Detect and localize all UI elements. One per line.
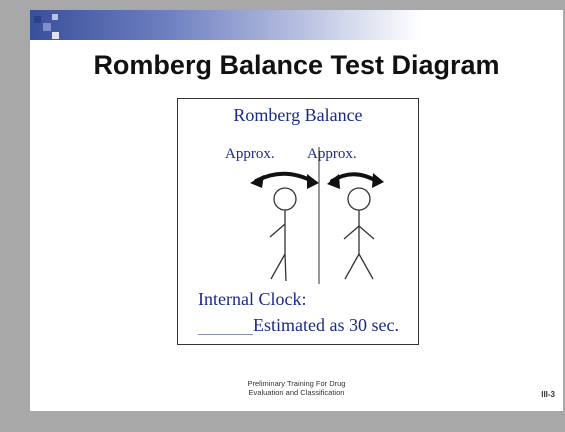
left-arrow-head-left — [250, 175, 264, 188]
page-number: III-3 — [541, 390, 555, 399]
left-stick-figure — [269, 187, 297, 282]
footer-line-2: Evaluation and Classification — [248, 388, 345, 397]
right-arrow-head-right — [372, 173, 384, 188]
internal-clock-label: Internal Clock: — [198, 289, 307, 309]
left-approx-label: Approx. — [225, 146, 275, 162]
accent-squares-decoration — [30, 10, 70, 50]
footer-line-1: Preliminary Training For Drug — [247, 379, 346, 388]
slide-footer: Preliminary Training For Drug Evaluation… — [30, 379, 563, 397]
left-figure-head — [273, 187, 297, 211]
accent-gradient-bar — [30, 10, 420, 40]
right-stick-figure — [343, 187, 375, 280]
romberg-diagram: Romberg Balance Approx. Approx. Internal… — [177, 98, 419, 345]
slide: Romberg Balance Test Diagram — [30, 10, 563, 411]
right-arrow-head-left — [327, 174, 340, 189]
right-approx-label: Approx. — [307, 146, 357, 162]
left-sway-arrow-icon — [254, 171, 316, 184]
blank-fill-line — [198, 334, 253, 335]
romberg-figure-svg — [250, 147, 384, 284]
clock-estimate-text: Estimated as 30 sec. — [253, 315, 399, 335]
slide-title: Romberg Balance Test Diagram — [93, 50, 500, 80]
right-figure-head — [347, 187, 371, 211]
diagram-heading: Romberg Balance — [233, 105, 363, 125]
left-arrow-head-right — [307, 174, 319, 189]
